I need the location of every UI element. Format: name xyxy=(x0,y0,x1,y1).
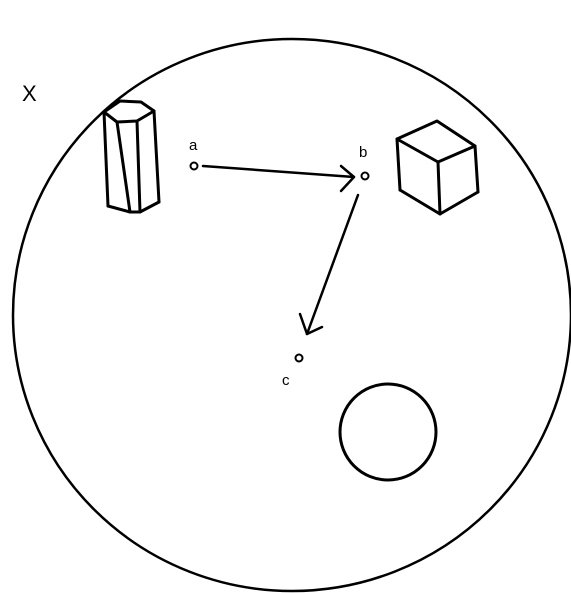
region-label: X xyxy=(22,81,37,106)
circle-icon xyxy=(338,382,438,482)
point-b-marker xyxy=(360,171,370,181)
arrow-a-to-b xyxy=(201,164,356,193)
arrow-b-to-c xyxy=(298,193,360,336)
hexagonal-prism-icon xyxy=(102,99,161,214)
point-a-marker xyxy=(189,161,199,171)
region-boundary xyxy=(11,37,571,593)
cube-icon xyxy=(395,119,480,216)
point-b-label: b xyxy=(359,144,367,161)
point-c-label: c xyxy=(282,372,290,389)
point-a-label: a xyxy=(189,137,198,154)
point-c-marker xyxy=(294,353,304,363)
